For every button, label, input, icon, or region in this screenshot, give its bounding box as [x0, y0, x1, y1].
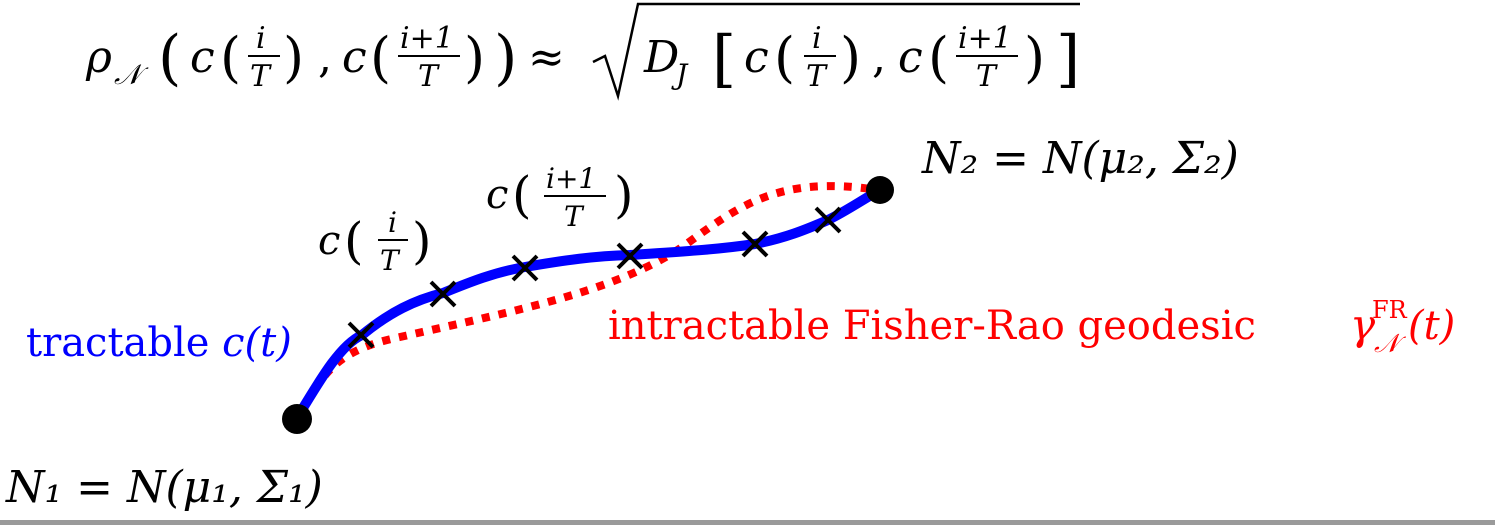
intractable-label-text: intractable Fisher-Rao geodesic	[608, 303, 1256, 349]
formula-frac1-den: T	[250, 59, 272, 94]
sample-label-ci1: c ( i+1 T )	[486, 162, 634, 233]
sample-label-ci: c ( i T )	[318, 206, 432, 277]
intractable-label-gamma: γ	[1350, 300, 1376, 349]
tractable-label: tractable c(t)	[26, 320, 292, 366]
intractable-label-gamma-sub: 𝒩	[1374, 329, 1407, 359]
formula-approx: ≈	[528, 32, 565, 83]
sample-label-ci-paren-close: )	[412, 212, 432, 270]
sample-label-ci-paren-open: (	[344, 212, 364, 270]
formula-frac2-num: i+1	[400, 21, 454, 56]
formula-paren-c2-close: )	[464, 26, 485, 89]
tractable-label-math: c(t)	[222, 320, 292, 366]
sample-cross-4	[616, 242, 644, 270]
sample-label-ci1-paren-open: (	[512, 166, 532, 224]
formula-paren-c2-open: (	[370, 26, 391, 89]
formula-paren-c3-open: (	[774, 26, 795, 89]
formula-paren-open: (	[158, 23, 181, 93]
sample-cross-5	[741, 230, 769, 258]
formula-bracket-open: [	[712, 22, 736, 95]
formula-frac4-num: i+1	[958, 21, 1012, 56]
n2-label: N₂ = N(μ₂, Σ₂)	[921, 133, 1239, 184]
formula-paren-c1-close: )	[283, 26, 304, 89]
formula-c4: c	[898, 32, 923, 83]
sample-label-ci-c: c	[318, 218, 340, 264]
endpoint-n1-dot	[282, 404, 312, 434]
sample-cross-1	[347, 321, 375, 349]
formula-rho-sub: 𝒩	[114, 58, 149, 91]
formula-c2: c	[342, 32, 367, 83]
sample-label-ci1-paren-close: )	[614, 166, 634, 224]
formula-comma1: ,	[318, 32, 332, 83]
n1-label: N₁ = N(μ₁, Σ₁)	[5, 462, 323, 513]
formula-sqrt-sign	[592, 2, 1080, 101]
intractable-geodesic-curve	[293, 182, 879, 421]
formula-dj-sub: J	[671, 58, 689, 91]
formula-frac2-den: T	[418, 59, 440, 94]
sample-label-ci1-den: T	[564, 200, 585, 233]
sample-label-ci-num: i	[388, 206, 397, 239]
formula-frac3-num: i	[812, 21, 822, 56]
formula-c3: c	[744, 32, 769, 83]
formula-comma2: ,	[872, 32, 886, 83]
sample-cross-3	[511, 254, 539, 282]
formula-paren-c4-close: )	[1024, 26, 1045, 89]
formula-frac1-num: i	[256, 21, 266, 56]
endpoint-n2-dot	[866, 176, 894, 204]
formula-bracket-close: ]	[1056, 22, 1080, 95]
sample-label-ci1-num: i+1	[546, 162, 596, 195]
formula-frac4-den: T	[976, 59, 998, 94]
formula-frac3-den: T	[806, 59, 828, 94]
intractable-label: intractable Fisher-Rao geodesic γ FR 𝒩 (…	[608, 296, 1455, 359]
tractable-label-text: tractable	[26, 320, 222, 366]
bottom-rule	[0, 520, 1495, 525]
formula-paren-c4-open: (	[928, 26, 949, 89]
formula: ρ 𝒩 ( c ( i T ) , c ( i+1 T ) ) ≈ D J [ …	[85, 2, 1080, 101]
sample-label-ci1-c: c	[486, 172, 508, 218]
formula-paren-close: )	[494, 23, 517, 93]
sample-cross-6	[814, 206, 842, 234]
intractable-label-gamma-sup: FR	[1372, 296, 1408, 324]
sample-label-ci-den: T	[380, 244, 401, 277]
sample-crosses	[347, 206, 842, 349]
formula-paren-c1-open: (	[220, 26, 241, 89]
intractable-label-gamma-arg: (t)	[1408, 303, 1455, 349]
formula-paren-c3-close: )	[840, 26, 861, 89]
formula-c1: c	[190, 32, 215, 83]
formula-rho: ρ	[85, 32, 112, 83]
sample-cross-2	[429, 280, 457, 308]
formula-dj: D	[643, 32, 679, 83]
